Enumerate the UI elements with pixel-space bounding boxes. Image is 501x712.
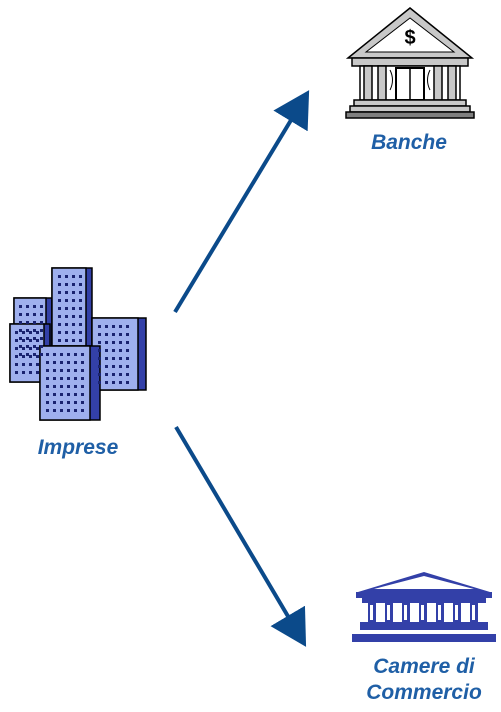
arrow-to-camere — [174, 425, 307, 647]
banche-label: Banche — [371, 131, 447, 154]
camere-label-line1: Camere di — [373, 655, 475, 678]
camere-label: Camere di Commercio — [352, 654, 496, 706]
svg-text:$: $ — [404, 27, 415, 49]
imprese-label: Imprese — [37, 436, 119, 459]
office-buildings-icon — [9, 267, 147, 421]
camere-label-line2: Commercio — [366, 681, 482, 704]
arrow-to-banche — [173, 90, 310, 314]
bank-icon: $ — [345, 7, 475, 119]
classical-building-icon — [352, 572, 496, 642]
